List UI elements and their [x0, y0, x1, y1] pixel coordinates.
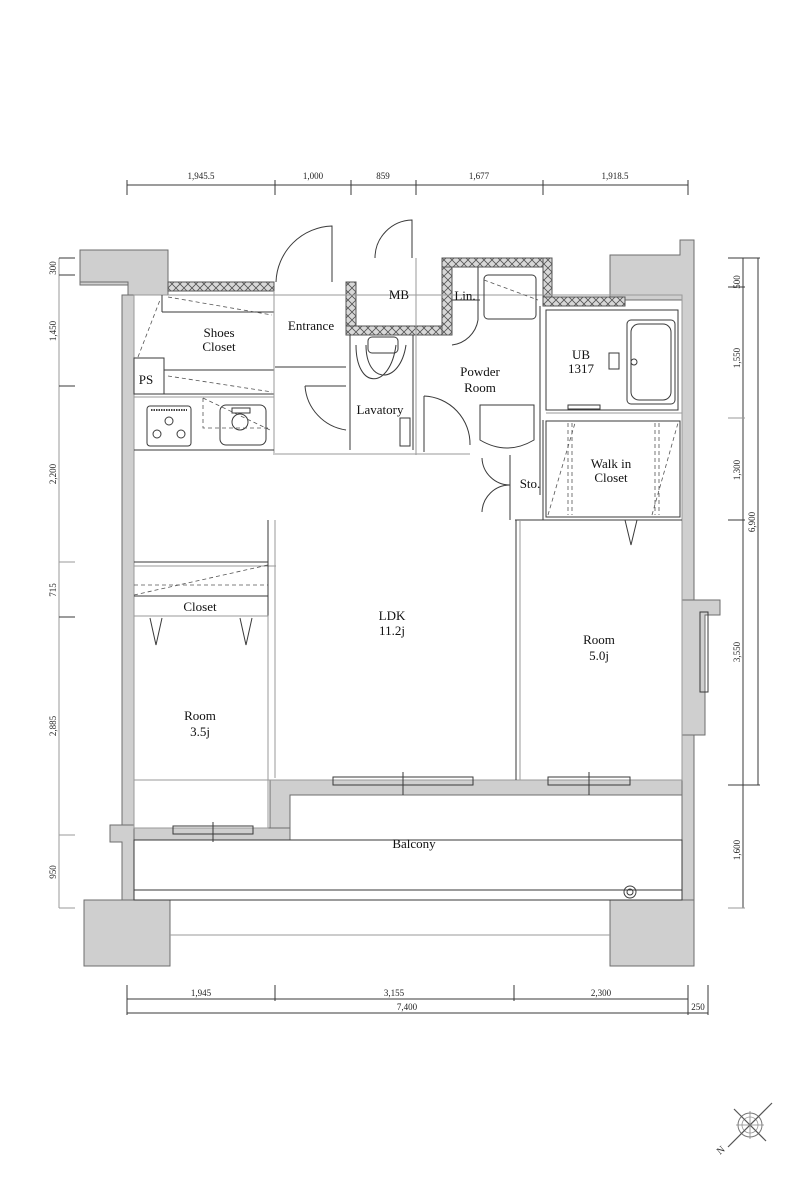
label-storage: Sto.: [520, 476, 541, 491]
label-room-east-size: 5.0j: [589, 648, 609, 663]
label-lavatory: Lavatory: [357, 402, 404, 417]
stove-icon: [146, 405, 192, 447]
bathtub-icon: [626, 319, 676, 405]
label-powder-room-1: Powder: [460, 364, 500, 379]
dim-right-2: 1,550: [732, 347, 742, 368]
label-shoes-closet-1: Shoes: [203, 325, 234, 340]
label-room-east: Room: [583, 632, 615, 647]
door-swings: [275, 219, 511, 513]
room-labels: Shoes Closet Entrance MB Lin. PS Lavator…: [139, 287, 632, 851]
dim-left-5: 2,885: [48, 715, 58, 736]
dim-top-2: 1,000: [303, 171, 324, 181]
sink-icon: [219, 404, 267, 446]
label-powder-room-2: Room: [464, 380, 496, 395]
label-shoes-closet-2: Closet: [202, 339, 236, 354]
label-walk-in-closet-2: Closet: [594, 470, 628, 485]
dim-left-2: 1,450: [48, 320, 58, 341]
dim-right-3: 1,300: [732, 459, 742, 480]
label-ps: PS: [139, 372, 153, 387]
dim-left-4: 715: [48, 583, 58, 597]
compass-north-label: N: [715, 1144, 728, 1157]
dim-right-4: 3,550: [732, 641, 742, 662]
dim-right-5: 1,600: [732, 839, 742, 860]
exterior-walls: [79, 239, 721, 967]
label-walk-in-closet-1: Walk in: [591, 456, 632, 471]
drain-icon: [623, 885, 637, 899]
dim-bottom-total: 7,400: [397, 1002, 418, 1012]
right-dimension-line: 500 1,550 1,300 3,550 1,600 6,900: [728, 257, 760, 909]
washer-pan-icon: [483, 274, 537, 320]
hatched-walls: [167, 257, 626, 336]
dim-bottom-3: 2,300: [591, 988, 612, 998]
label-mb: MB: [389, 287, 410, 302]
dim-top-1: 1,945.5: [188, 171, 216, 181]
label-closet: Closet: [183, 599, 217, 614]
interior-partitions: [133, 258, 683, 829]
label-entrance: Entrance: [288, 318, 334, 333]
fixtures: [146, 274, 676, 899]
dim-top-5: 1,918.5: [602, 171, 630, 181]
label-balcony: Balcony: [392, 836, 436, 851]
dim-right-total: 6,900: [747, 511, 757, 532]
toilet-icon: [367, 336, 399, 354]
dim-left-6: 950: [48, 865, 58, 879]
label-ldk-size: 11.2j: [379, 623, 405, 638]
balcony-area: [133, 839, 683, 936]
windows: [172, 611, 709, 842]
dim-top-3: 859: [376, 171, 390, 181]
left-dimension-line: 300 1,450 2,200 715 2,885 950: [48, 257, 75, 909]
top-dimension-line: 1,945.5 1,000 859 1,677 1,918.5: [126, 171, 689, 195]
label-room-west-size: 3.5j: [190, 724, 210, 739]
label-ub-size: 1317: [568, 361, 595, 376]
label-linen: Lin.: [454, 288, 475, 303]
dim-bottom-2: 3,155: [384, 988, 405, 998]
vanity-icon: [479, 404, 535, 449]
bottom-dimension-line: 1,945 3,155 2,300 7,400 250: [126, 985, 709, 1015]
dim-left-1: 300: [48, 261, 58, 275]
label-ub: UB: [572, 347, 590, 362]
dim-bottom-1: 1,945: [191, 988, 212, 998]
dim-right-1: 500: [732, 275, 742, 289]
dim-left-3: 2,200: [48, 463, 58, 484]
dim-top-4: 1,677: [469, 171, 490, 181]
window-room-east-side: [699, 611, 709, 693]
label-ldk: LDK: [379, 608, 406, 623]
compass-rose-icon: N: [715, 1102, 773, 1157]
dim-bottom-extra: 250: [691, 1002, 705, 1012]
label-room-west: Room: [184, 708, 216, 723]
